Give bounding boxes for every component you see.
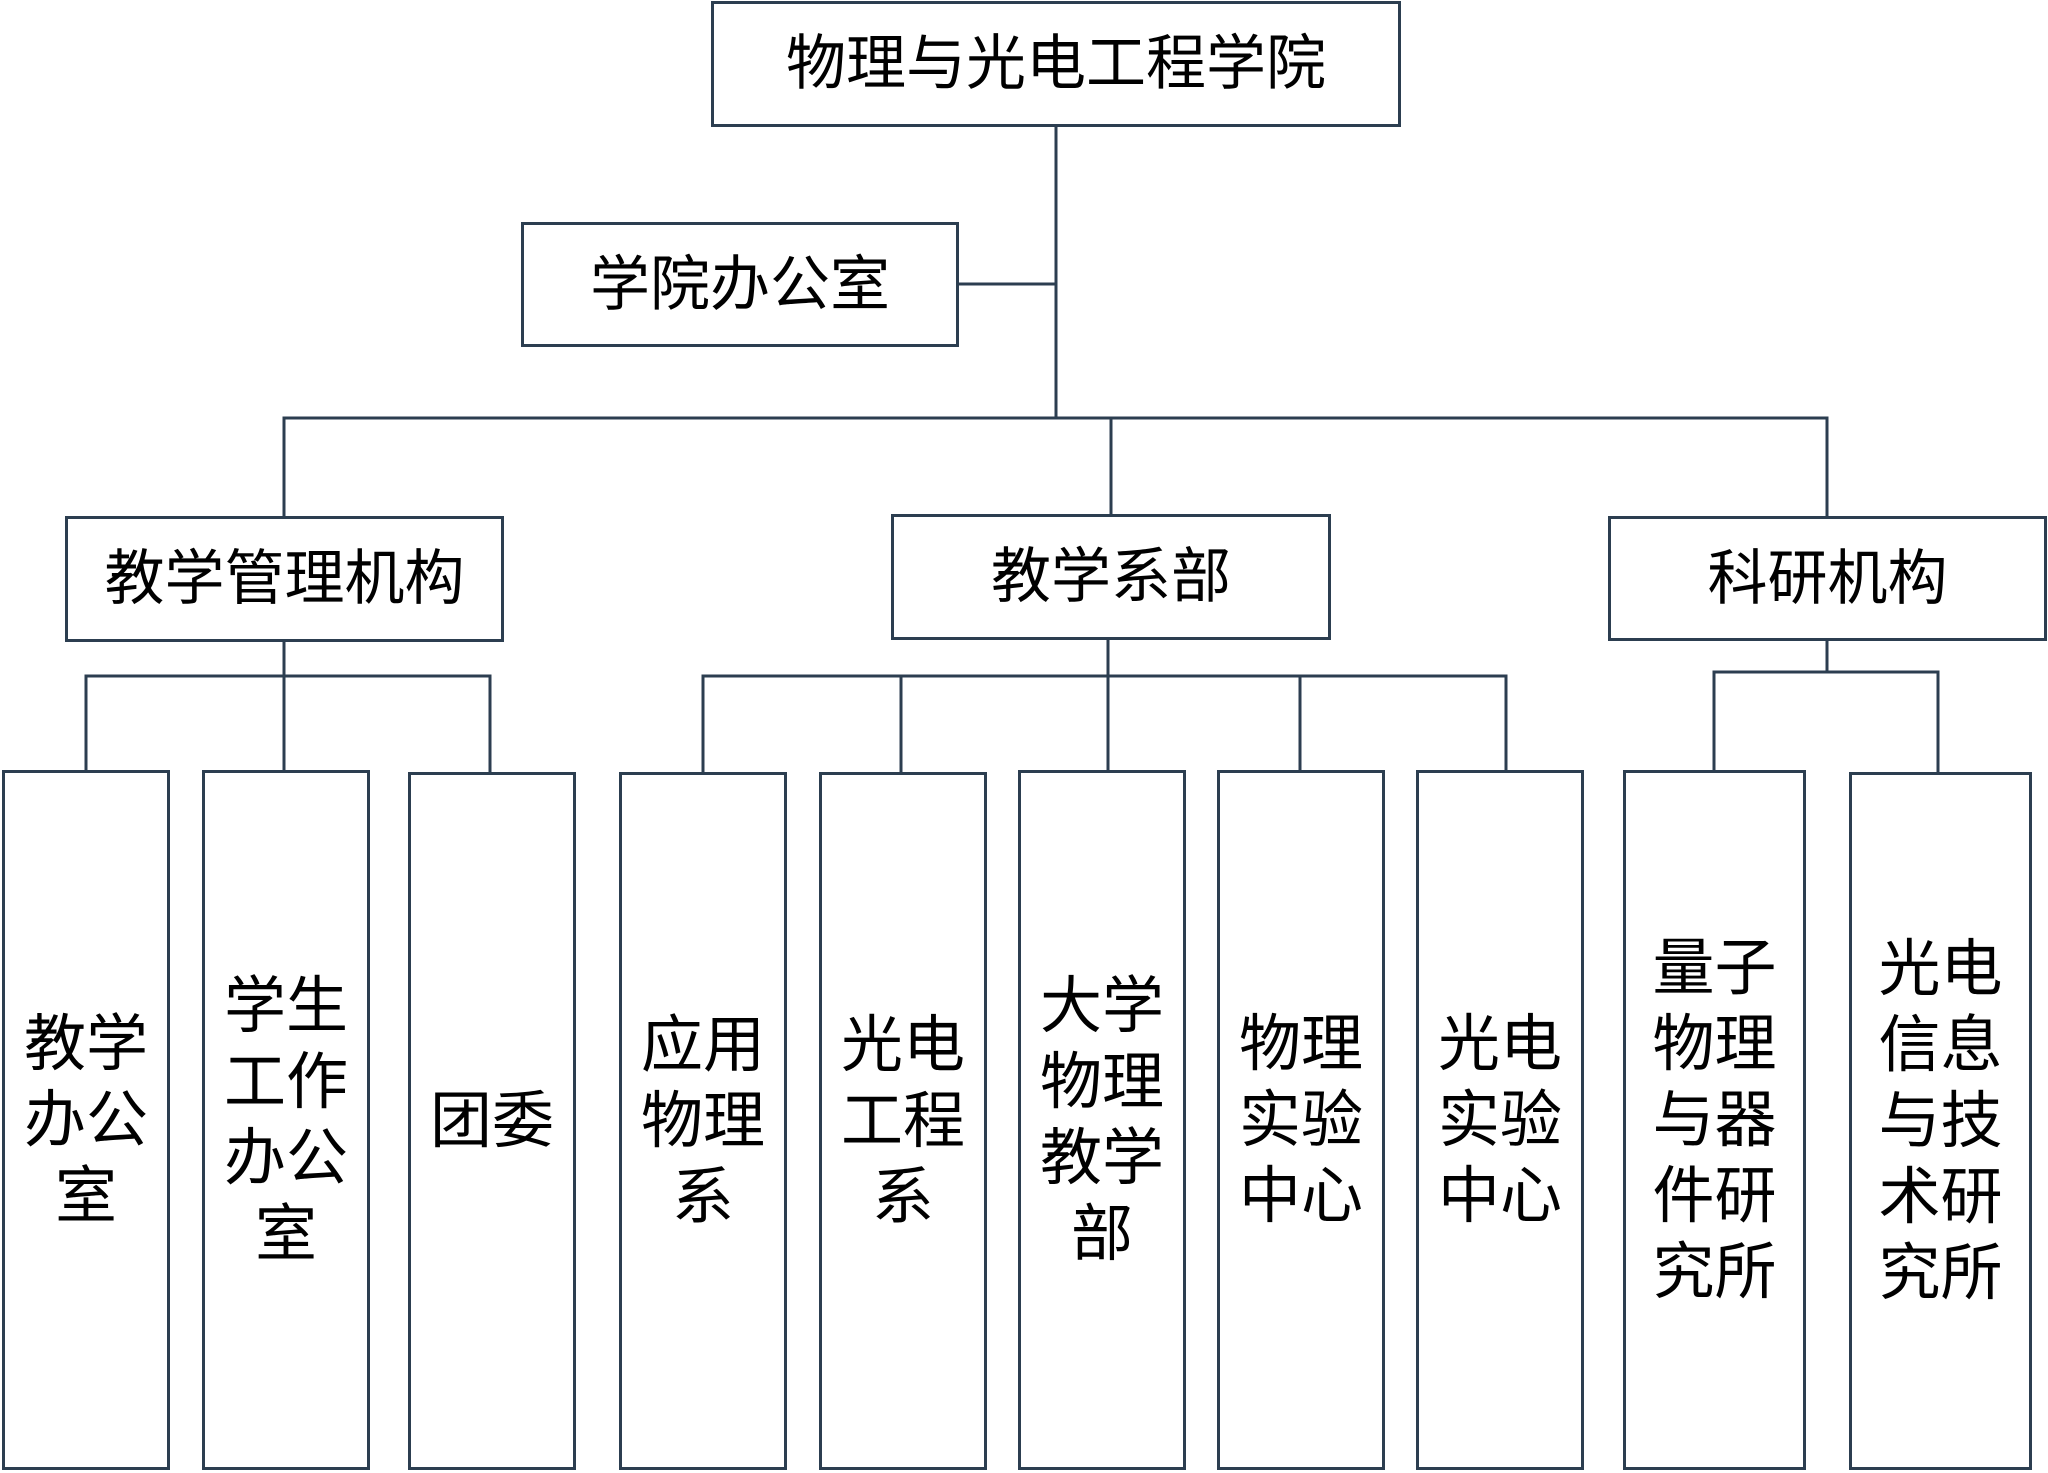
leaf-node: 大学物理教学部 <box>1018 770 1186 1470</box>
leaf-label: 应用物理系 <box>640 1008 765 1233</box>
leaf-label: 学生工作办公室 <box>223 969 348 1270</box>
leaf-node: 团委 <box>408 772 576 1470</box>
leaf-label: 团委 <box>429 1084 554 1157</box>
leaf-node: 教学办公室 <box>2 770 170 1470</box>
leaf-node: 量子物理与器件研究所 <box>1623 770 1806 1470</box>
office-node: 学院办公室 <box>521 222 959 347</box>
leaf-label: 光电工程系 <box>840 1008 965 1233</box>
leaf-node: 应用物理系 <box>619 772 787 1470</box>
group-node-teaching-management: 教学管理机构 <box>65 516 504 642</box>
leaf-node: 学生工作办公室 <box>202 770 370 1470</box>
leaf-node: 光电信息与技术研究所 <box>1849 772 2032 1470</box>
leaf-label: 教学办公室 <box>23 1007 148 1232</box>
leaf-label: 物理实验中心 <box>1238 1007 1363 1232</box>
group-label: 教学系部 <box>991 542 1231 612</box>
leaf-node: 光电实验中心 <box>1416 770 1584 1470</box>
leaf-node: 光电工程系 <box>819 772 987 1470</box>
leaf-label: 量子物理与器件研究所 <box>1652 931 1777 1308</box>
group-label: 科研机构 <box>1707 543 1948 614</box>
root-node: 物理与光电工程学院 <box>711 1 1401 127</box>
leaf-label: 光电实验中心 <box>1437 1007 1562 1232</box>
leaf-label: 光电信息与技术研究所 <box>1878 932 2003 1309</box>
group-node-departments: 教学系部 <box>891 514 1331 640</box>
group-label: 教学管理机构 <box>104 544 465 614</box>
leaf-label: 大学物理教学部 <box>1039 969 1164 1270</box>
group-node-research: 科研机构 <box>1608 516 2047 641</box>
leaf-node: 物理实验中心 <box>1217 770 1385 1470</box>
office-label: 学院办公室 <box>590 249 890 320</box>
root-label: 物理与光电工程学院 <box>786 29 1326 99</box>
